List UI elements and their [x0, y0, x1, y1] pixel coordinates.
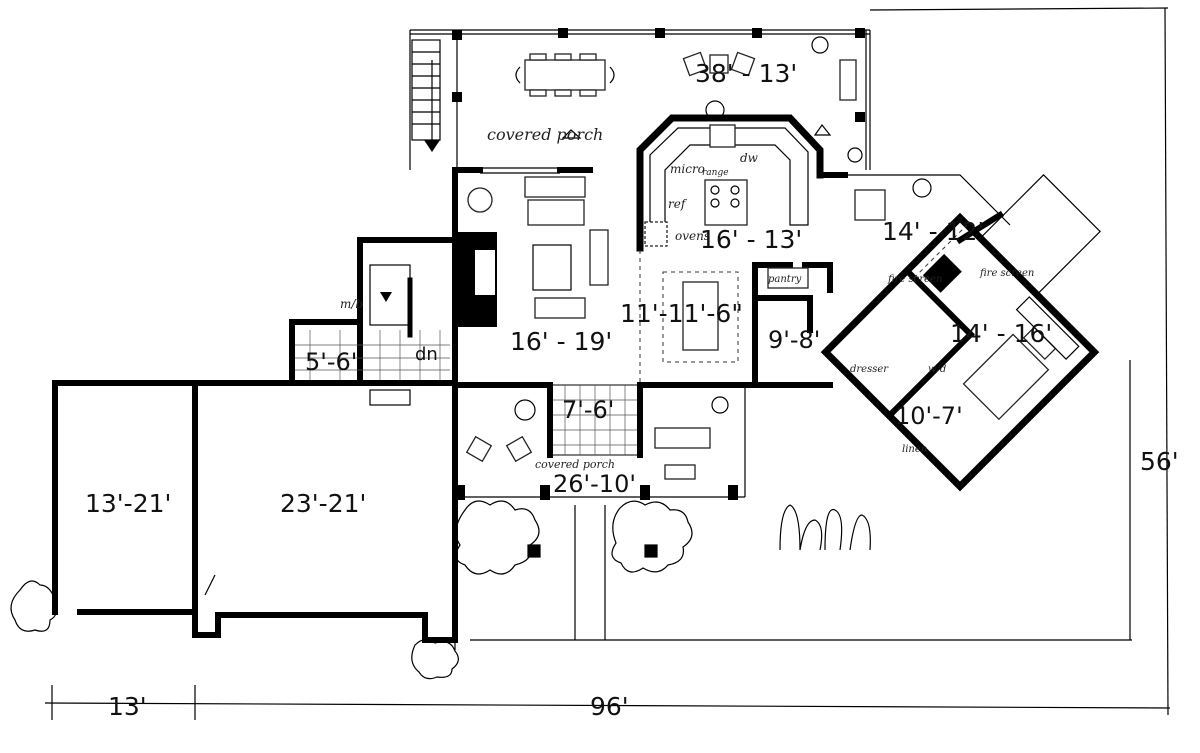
landscaping [10, 500, 871, 680]
room-label-living: 16' - 19' [510, 327, 612, 356]
pantry-label: pantry [768, 274, 802, 285]
ovens-label: ovens [675, 229, 710, 243]
wd-label: w/d [928, 364, 946, 375]
front-porch-note: covered porch [535, 458, 615, 471]
dresser-label: dresser [850, 364, 889, 375]
living-furniture: covered porch covered porch [465, 125, 729, 480]
walls [289, 167, 848, 503]
room-label-sitting: 14' - 12' [882, 217, 984, 246]
ref-label: ref [668, 197, 688, 211]
room-label-master-bath: 10'-7' [895, 402, 963, 430]
room-label-garage-single: 13'-21' [85, 489, 171, 518]
room-label-front-porch: 26'-10' [553, 470, 636, 498]
linen-label: linen [902, 444, 927, 455]
room-label-dining: 11'-11'-6" [620, 299, 743, 328]
master-wing: fire screen fire screen dresser linen w/… [768, 174, 1101, 492]
garage-width-dimension: 13' [108, 692, 147, 721]
room-label-powder: 5'-6' [305, 348, 357, 376]
mudroom-label: m/b [340, 297, 363, 311]
room-label-master-bedroom: 14' - 16' [950, 319, 1052, 348]
room-label-great-porch: 38' - 13' [695, 59, 797, 88]
micro-label: micro [670, 162, 705, 176]
rear-porch [409, 28, 871, 170]
fire-screen-left-label: fire screen [887, 274, 942, 285]
kitchen: micro ref ovens range dw [636, 114, 824, 252]
room-label-kitchen: 16' - 13' [700, 225, 802, 254]
rear-porch-note: covered porch [487, 125, 603, 144]
fire-screen-right-label: fire screen [979, 268, 1034, 279]
room-label-laundry: 9'-8' [768, 326, 820, 354]
total-width-dimension: 96' [590, 692, 629, 721]
stair-down-label: dn [415, 344, 438, 365]
depth-dimension: 56' [1140, 447, 1179, 476]
room-label-foyer: 7'-6' [562, 396, 614, 424]
room-labels: 38' - 13' 16' - 13' 14' - 12' 14' - 16' … [85, 59, 1179, 721]
room-label-garage-double: 23'-21' [280, 489, 366, 518]
garages [52, 380, 458, 643]
stair-powder: m/b dn [295, 264, 450, 406]
dw-label: dw [740, 151, 759, 165]
range-label: range [702, 168, 729, 178]
dimension-lines [44, 7, 1171, 720]
